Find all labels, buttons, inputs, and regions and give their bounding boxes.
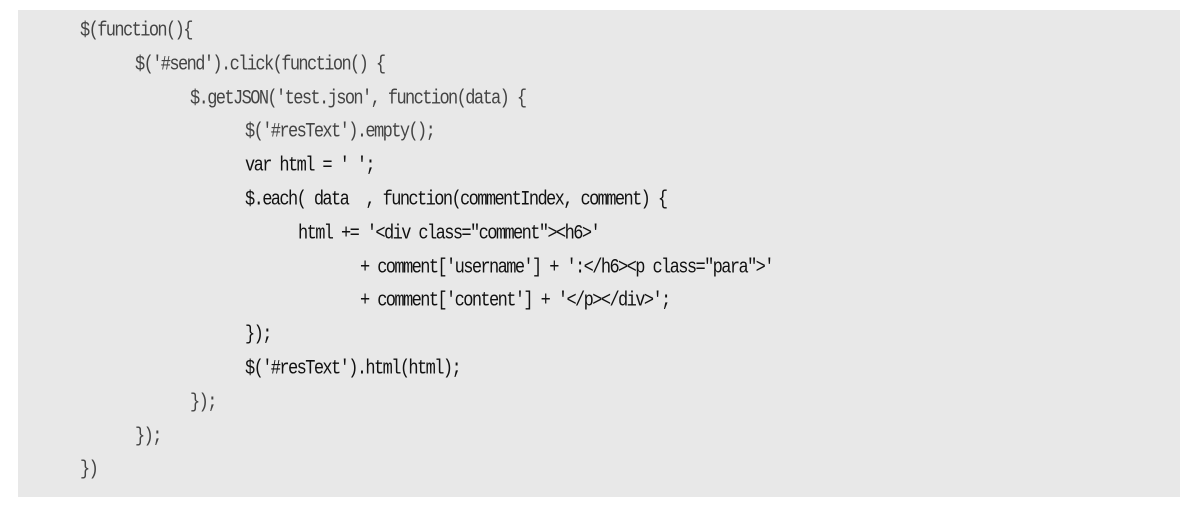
- code-line: $(function(){: [80, 20, 193, 43]
- code-line: $.each( data , function(commentIndex, co…: [245, 189, 668, 212]
- code-line: + comment['content'] + '</p></div>';: [360, 290, 671, 314]
- code-line: $('#resText').empty();: [245, 121, 436, 145]
- code-line: $('#resText').html(html);: [245, 358, 462, 381]
- code-block: $(function(){ $('#send').click(function()…: [18, 10, 1180, 497]
- code-line: });: [190, 391, 217, 415]
- code-line: html += '<div class="comment"><h6>': [298, 222, 601, 246]
- code-line: $.getJSON('test.json', function(data) {: [190, 87, 527, 111]
- code-line: });: [245, 324, 272, 347]
- code-line: }): [80, 459, 99, 483]
- code-line: $('#send').click(function() {: [135, 53, 386, 77]
- code-line: + comment['username'] + ':</h6><p class=…: [360, 256, 774, 280]
- code-line: var html = ' ';: [245, 155, 376, 178]
- code-line: });: [135, 425, 162, 449]
